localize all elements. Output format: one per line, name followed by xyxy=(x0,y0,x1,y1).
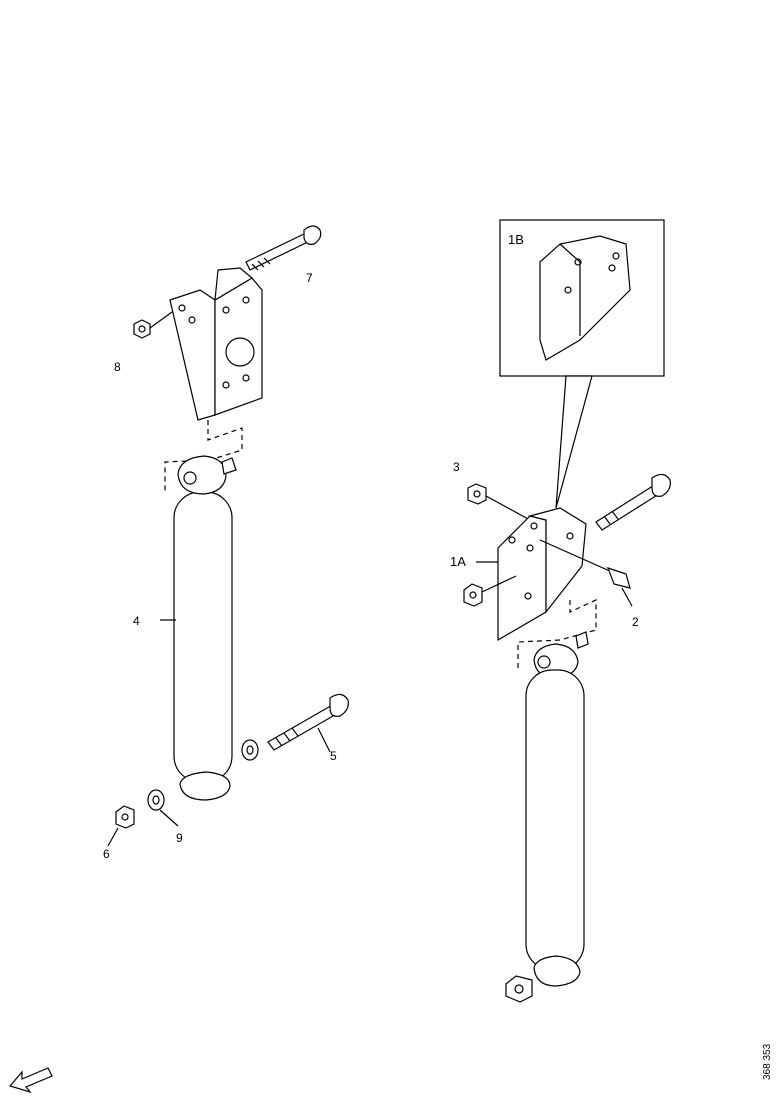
callout-1a: 1A xyxy=(450,554,466,569)
nut-8 xyxy=(133,311,173,339)
bracket-1a xyxy=(476,507,587,642)
bolt-7 xyxy=(245,225,322,271)
callout-4: 4 xyxy=(133,614,140,628)
callout-3: 3 xyxy=(453,460,460,474)
detail-view-1b xyxy=(499,219,665,377)
callout-8: 8 xyxy=(114,360,121,374)
callout-7: 7 xyxy=(306,271,313,285)
washer-upper-left xyxy=(241,739,259,761)
bolt-right-upper xyxy=(595,473,671,531)
drawing-reference-number: 368 353 xyxy=(762,1043,773,1080)
washer-9 xyxy=(147,789,179,827)
bolt-5 xyxy=(267,693,349,753)
detail-pointer xyxy=(555,375,593,509)
callout-2: 2 xyxy=(632,615,639,629)
callout-6: 6 xyxy=(103,847,110,861)
shock-absorber-4 xyxy=(160,455,237,801)
alignment-guide-right xyxy=(517,599,597,670)
nut-3 xyxy=(467,483,531,521)
shock-absorber-right xyxy=(505,631,589,1003)
callout-5: 5 xyxy=(330,749,337,763)
nut-right-lower xyxy=(463,575,517,607)
alignment-guide-left xyxy=(164,420,243,492)
callout-1b: 1B xyxy=(508,232,524,247)
callout-9: 9 xyxy=(176,831,183,845)
nut-6 xyxy=(107,805,135,847)
screw-2 xyxy=(539,539,633,607)
upper-bracket-left xyxy=(169,267,263,421)
direction-arrow-icon xyxy=(8,1067,53,1094)
